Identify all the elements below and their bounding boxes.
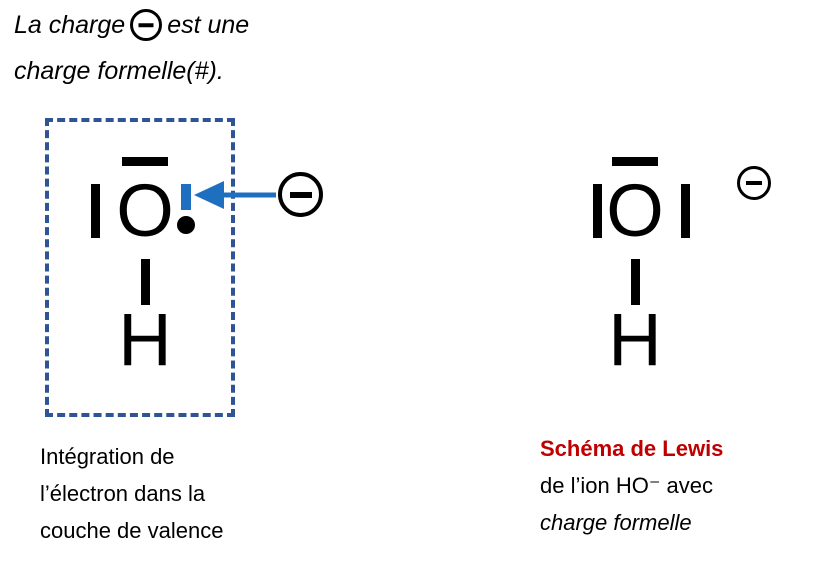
right-bond-o-h	[631, 259, 640, 305]
arrow-charge-label-circled-minus-icon	[278, 172, 323, 217]
left-caption-line-1: Intégration de	[40, 444, 175, 469]
left-atom-oxygen: O	[116, 169, 174, 252]
right-lone-pair-top	[612, 157, 658, 166]
left-atom-hydrogen: H	[118, 298, 172, 381]
right-lone-pair-left	[593, 184, 602, 238]
heading-line-1: La charge est une	[14, 2, 354, 48]
left-lone-pair-left	[91, 184, 100, 238]
annotation-arrow	[186, 178, 278, 212]
circled-minus-icon	[130, 9, 163, 41]
right-atom-hydrogen: H	[608, 298, 662, 381]
arrow-left-icon	[194, 181, 276, 209]
left-caption-line-2: l’électron dans la	[40, 481, 206, 506]
heading-line-2-label: charge formelle(#).	[14, 57, 224, 85]
right-caption-title: Schéma de Lewis	[540, 436, 724, 461]
left-highlighted-electron	[181, 184, 191, 210]
heading-line-1-before: La charge	[14, 11, 126, 39]
right-charge-superscript-circled-minus-icon	[737, 166, 772, 200]
right-lone-pair-right	[681, 184, 690, 238]
right-caption-line-2: de l’ion HO⁻ avec	[540, 473, 714, 498]
right-atom-oxygen: O	[606, 169, 664, 252]
left-caption-line-3: couche de valence	[40, 518, 224, 543]
heading-line-2: charge formelle(#).	[14, 48, 354, 94]
left-caption: Intégration de l’électron dans la couche…	[40, 438, 223, 549]
left-lone-pair-top	[122, 157, 168, 166]
left-electron-dot	[177, 216, 195, 234]
right-caption: Schéma de Lewis de l’ion HO⁻ avec charge…	[540, 430, 723, 541]
left-bond-o-h	[141, 259, 150, 305]
heading-text: La charge est une charge formelle(#).	[14, 2, 354, 94]
highlight-dashed-box	[45, 118, 235, 417]
right-caption-line-3: charge formelle	[540, 510, 692, 535]
heading-line-1-after: est une	[167, 11, 250, 39]
